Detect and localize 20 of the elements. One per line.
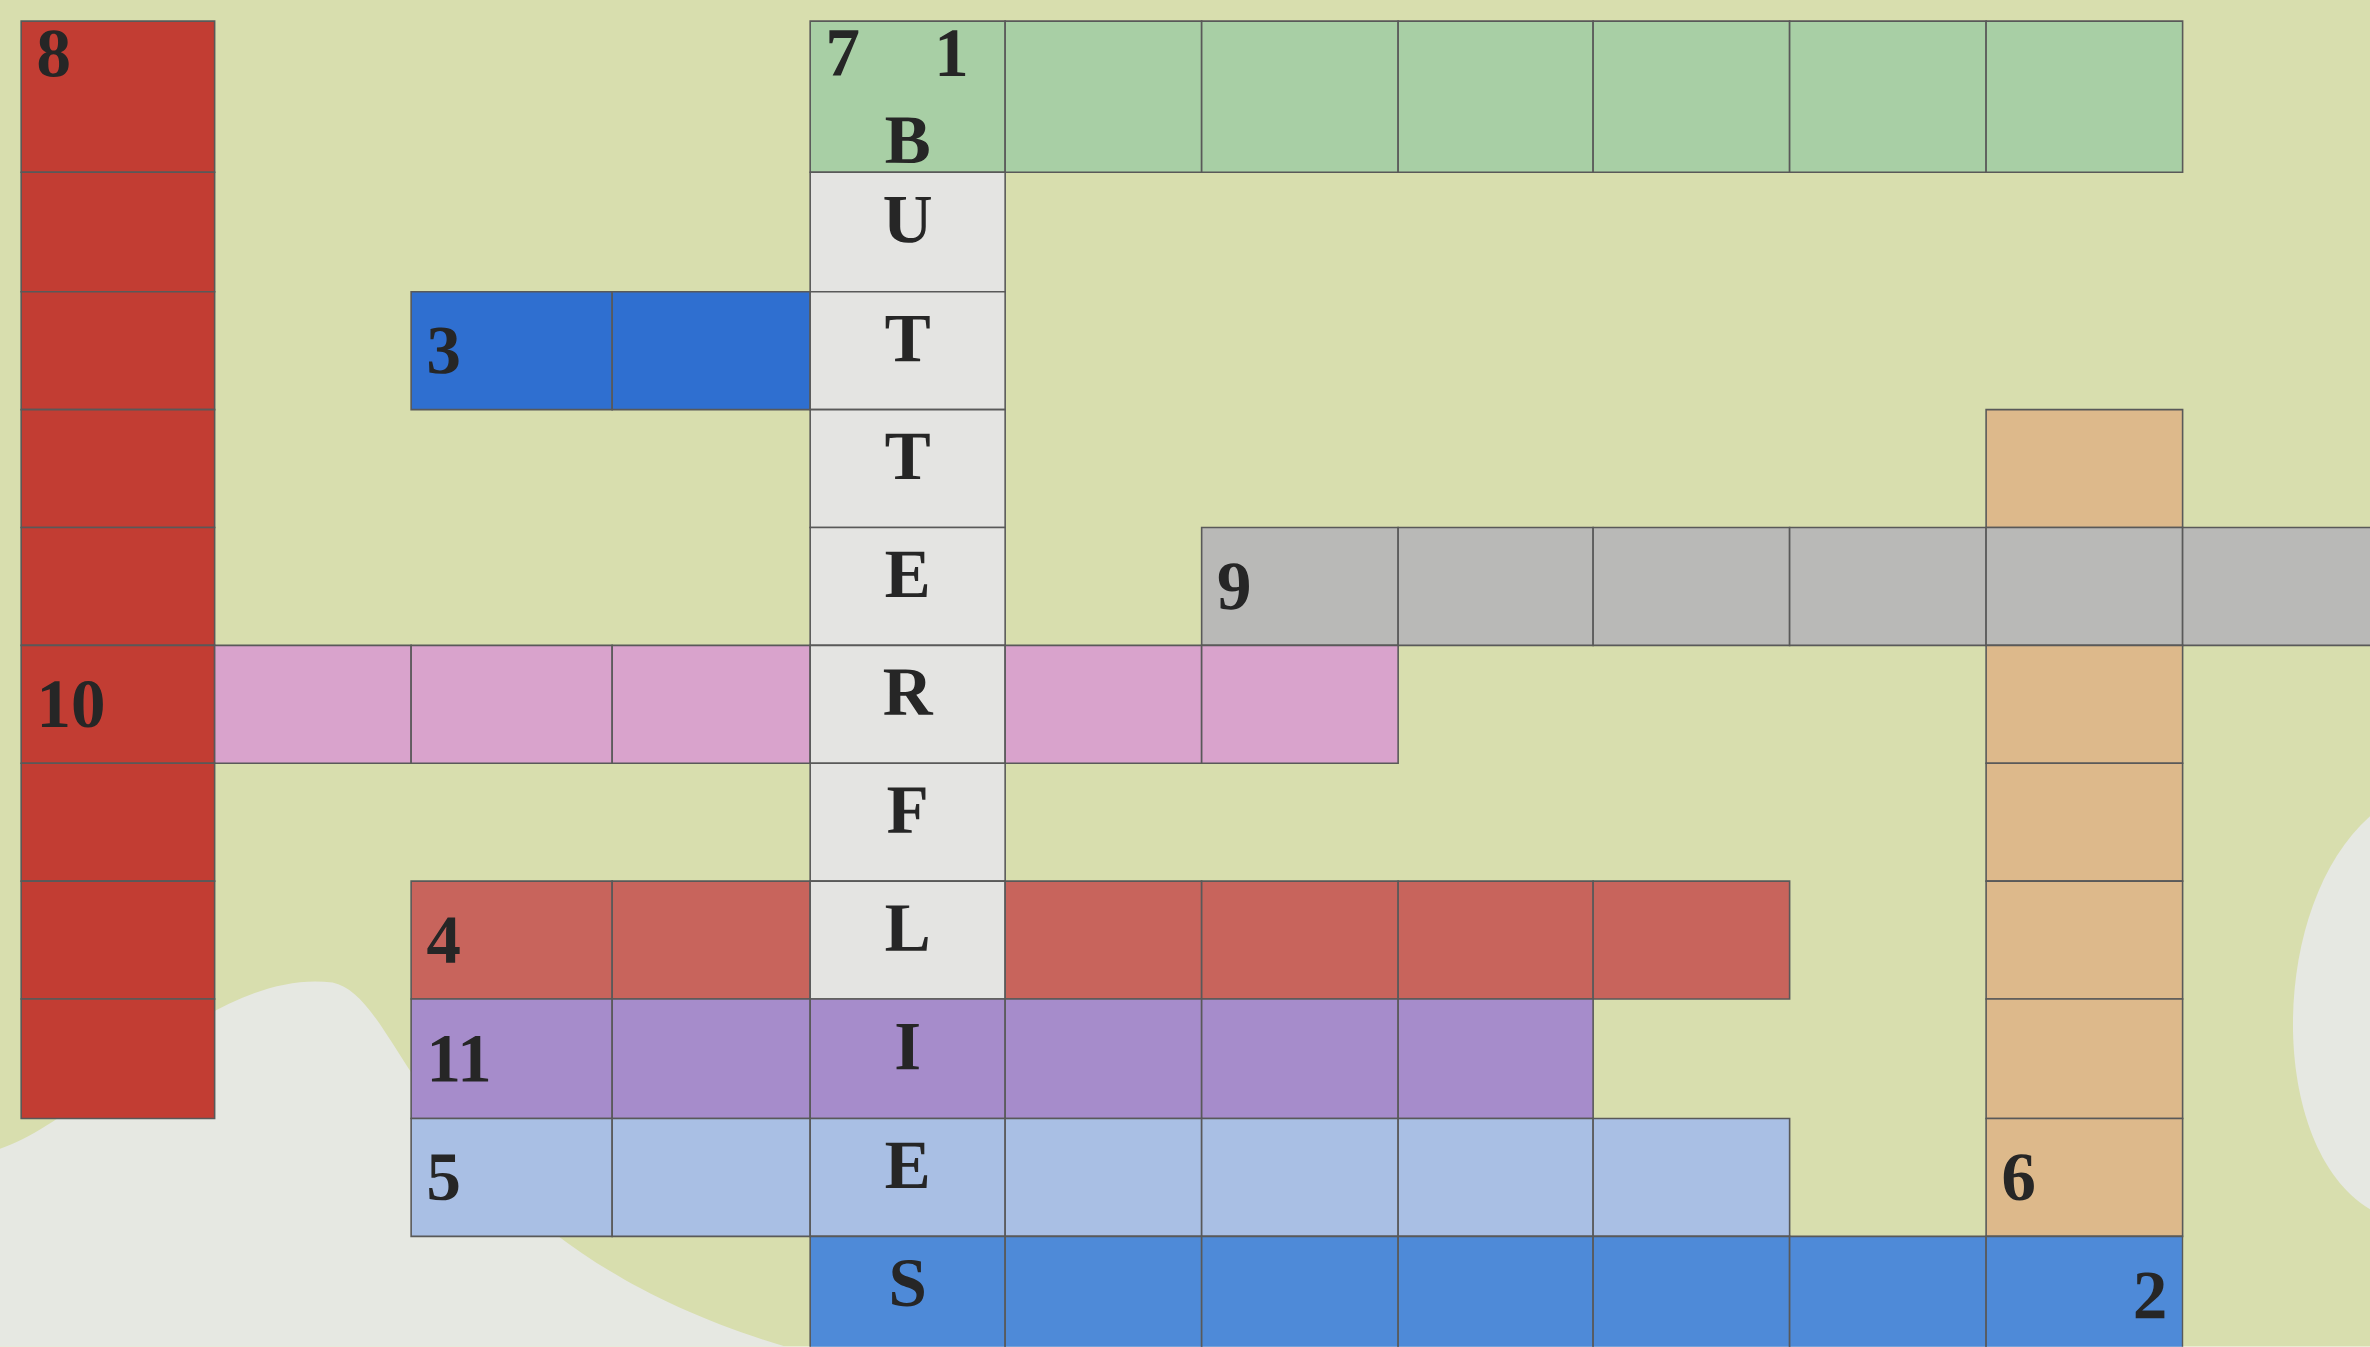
crossword-cell: 8 xyxy=(20,20,216,174)
crossword-cell: T xyxy=(809,408,1006,529)
crossword-cell: I xyxy=(809,998,1006,1120)
crossword-cell: 4 xyxy=(410,880,613,1000)
crossword-cell: 9 xyxy=(1200,526,1399,647)
crossword-cell: 2 xyxy=(1985,1235,2184,1347)
crossword-cell: R xyxy=(809,644,1006,765)
crossword-cell: E xyxy=(809,526,1006,647)
crossword-cell: 6 xyxy=(1985,1117,2184,1238)
crossword-cell: 7 1 B xyxy=(809,20,1006,174)
crossword-cell: 11 xyxy=(410,998,613,1120)
crossword-cell: T xyxy=(809,291,1006,411)
crossword-cell: 3 xyxy=(410,291,613,411)
crossword-cell: 10 xyxy=(20,644,216,765)
crossword-cell: S xyxy=(809,1235,1006,1347)
crossword-cell: E xyxy=(809,1117,1006,1238)
crossword-cell: U xyxy=(809,171,1006,293)
crossword-cell: F xyxy=(809,762,1006,883)
crossword-cell: L xyxy=(809,880,1006,1000)
crossword-cell: 5 xyxy=(410,1117,613,1238)
